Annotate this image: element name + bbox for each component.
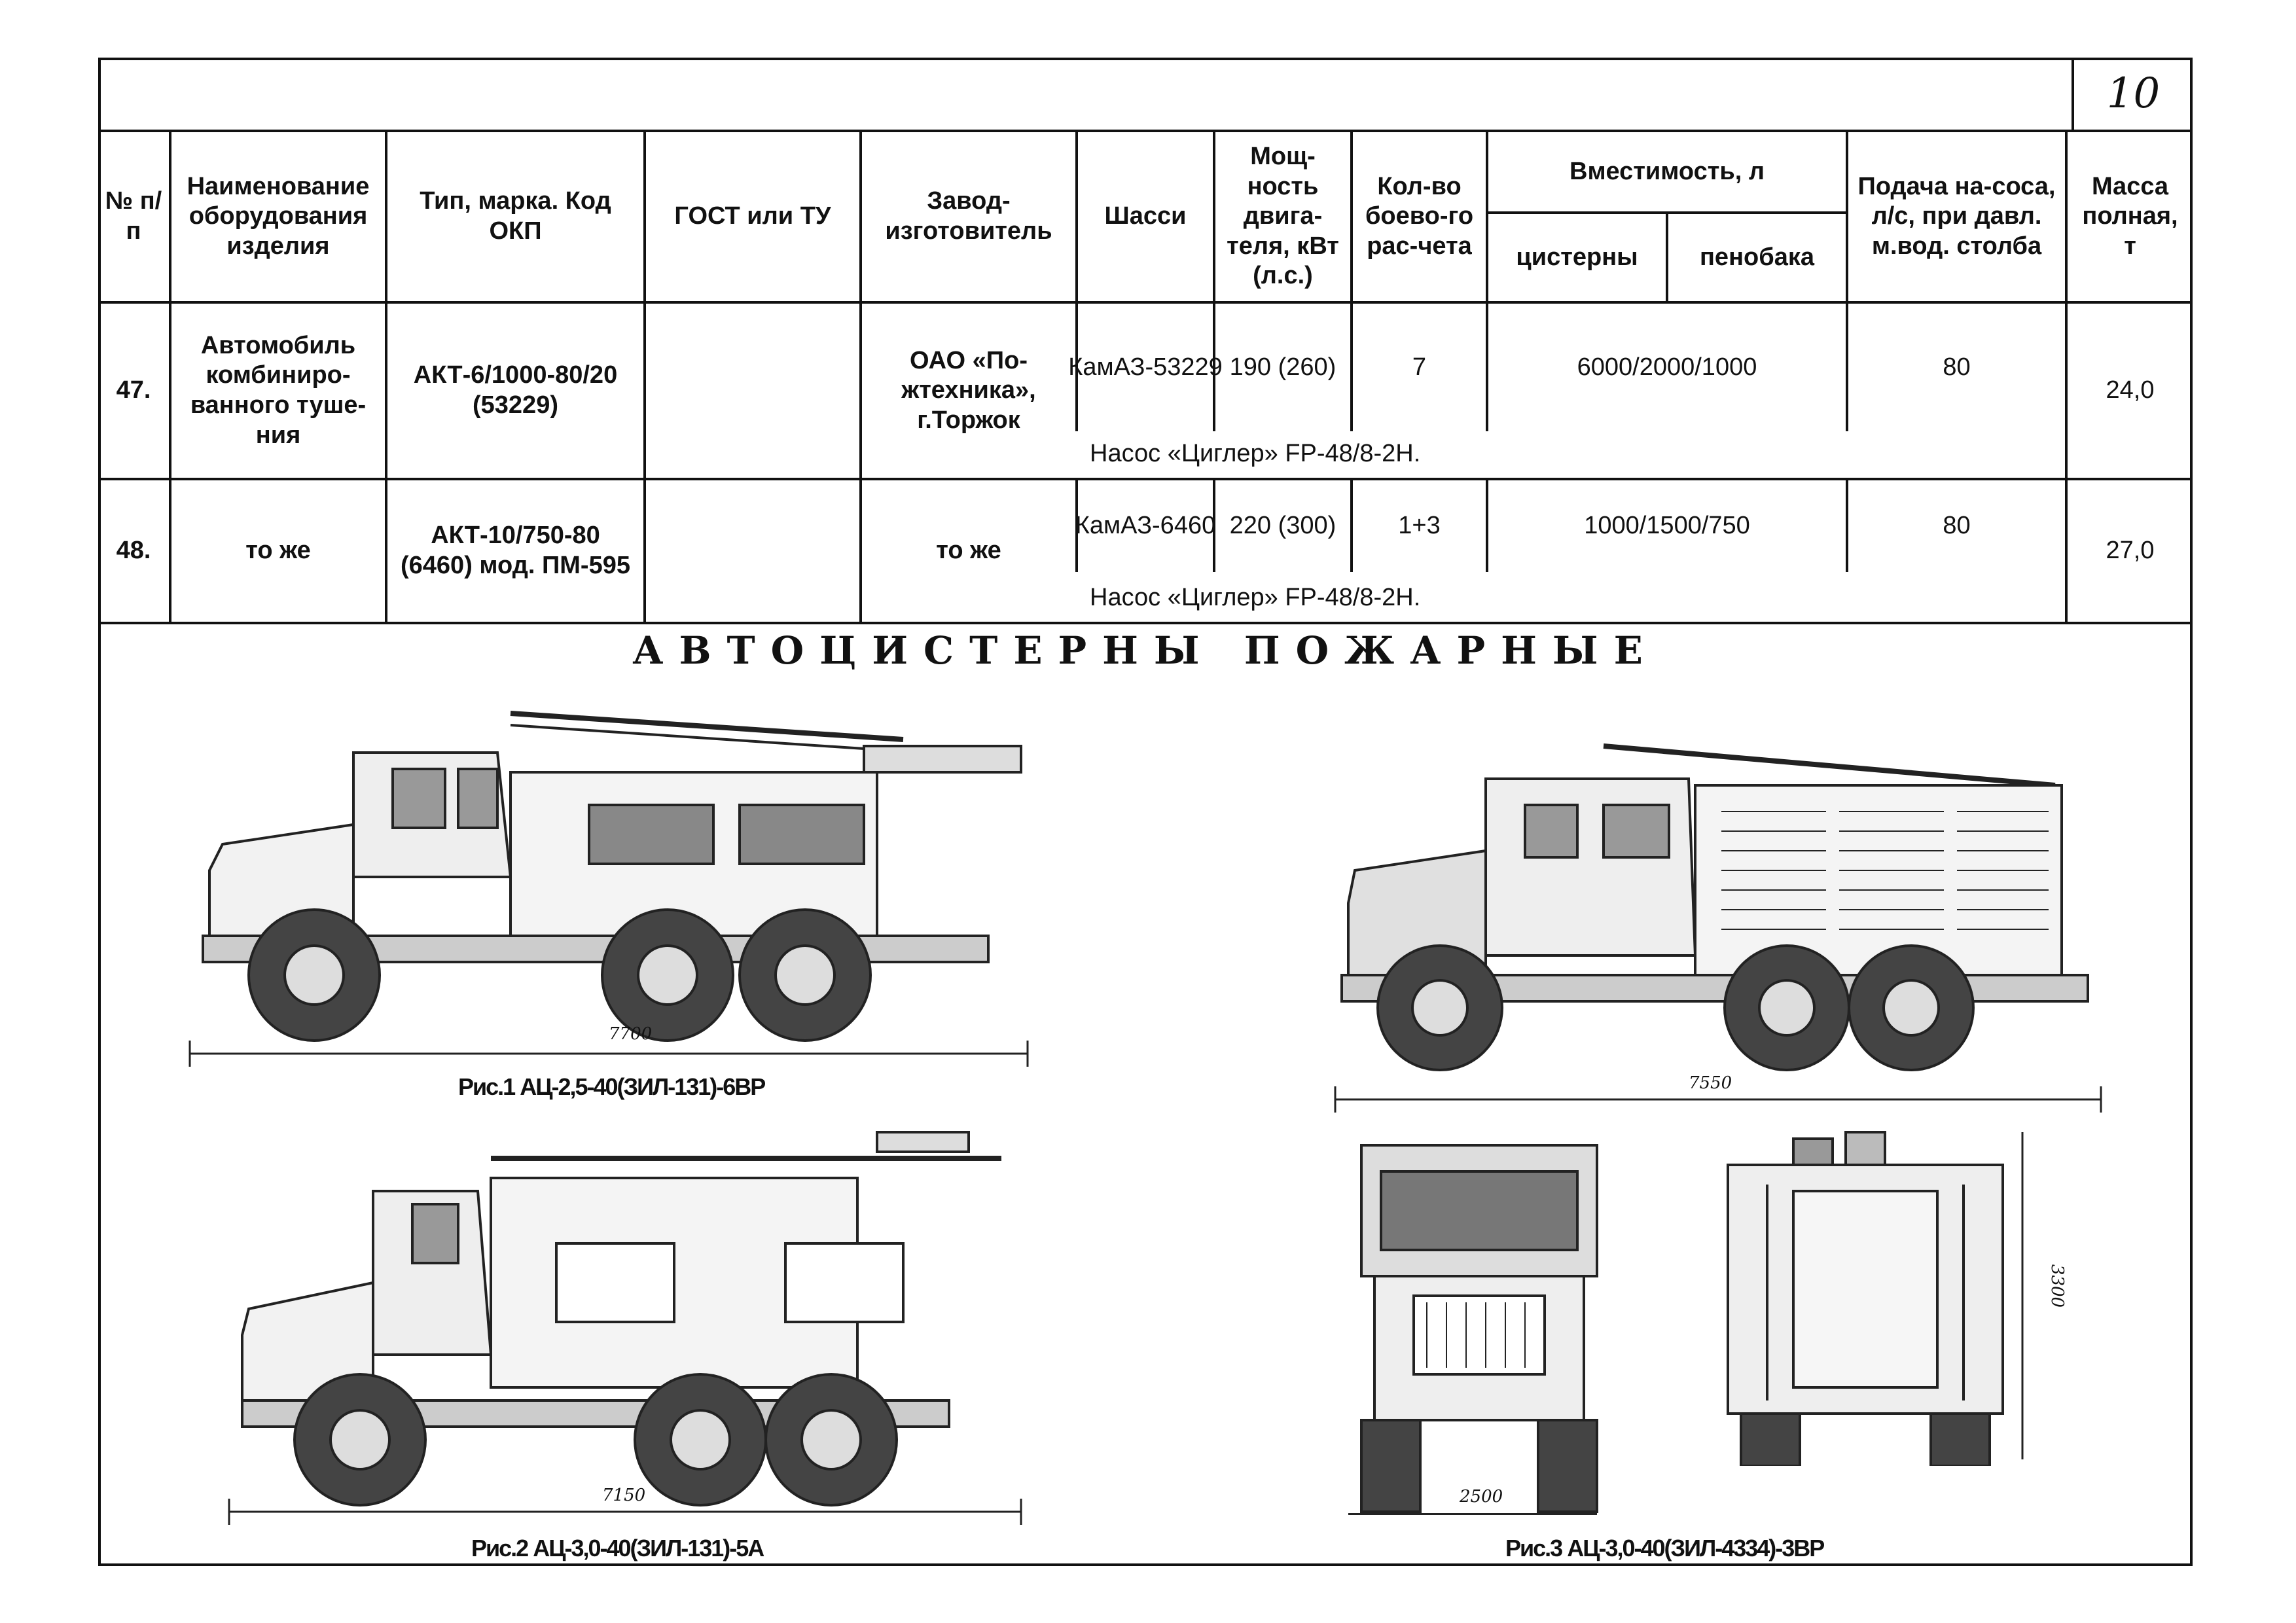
header-gost: ГОСТ или ТУ [643, 132, 859, 301]
page-frame [98, 58, 2193, 1566]
row-48-num: 48. [116, 537, 151, 565]
header-power: Мощ-ность двига-теля, кВт (л.с.) [1213, 132, 1350, 301]
fig2-truck-side-drawing [228, 1131, 1022, 1525]
row-48-maker: то же [859, 480, 1075, 622]
row-48-type: АКТ-10/750-80 (6460) мод. ПМ-595 [385, 480, 643, 622]
fig3-side-dimension: 7550 [1689, 1073, 1732, 1093]
fig1-dimension: 7700 [609, 1024, 653, 1044]
header-tank: цистерны [1486, 214, 1666, 301]
table-top-rule [98, 130, 2193, 132]
header-type: Тип, марка. Код ОКП [385, 132, 643, 301]
row-48-capacity: 1000/1500/750 [1486, 480, 1846, 572]
header-chassis: Шасси [1075, 132, 1213, 301]
capacity-subheader-rule [1486, 211, 1846, 214]
header-foam: пенобака [1666, 214, 1846, 301]
row-47-crew: 7 [1350, 304, 1486, 431]
section-title: АВТОЦИСТЕРНЫ ПОЖАРНЫЕ [632, 628, 1659, 673]
fig3-height-dimension: 3300 [2047, 1264, 2068, 1308]
fig2-caption: Рис.2 АЦ-3,0-40(ЗИЛ-131)-5А [471, 1535, 764, 1561]
row-47-note: Насос «Циглер» FP-48/8-2Н. [1090, 440, 1421, 467]
row-47-mass: 24,0 [2065, 304, 2193, 478]
header-pump: Подача на-соса, л/с, при давл. м.вод. ст… [1846, 132, 2065, 301]
row-48-power: 220 (300) [1213, 480, 1350, 572]
row-48-name: то же [169, 480, 385, 622]
row-47-name: Автомобиль комбиниро-ванного туше-ния [169, 304, 385, 478]
header-num: № п/п [105, 187, 162, 245]
row-47-gost [643, 304, 859, 478]
fig2-dimension: 7150 [602, 1486, 646, 1505]
table-bottom-rule [98, 622, 2193, 624]
page-number: 10 [2072, 58, 2193, 130]
row-47-num: 47. [116, 376, 151, 404]
fig3-truck-rear-drawing [1727, 1131, 2024, 1466]
fig3-caption: Рис.3 АЦ-3,0-40(ЗИЛ-4334)-3ВР [1505, 1535, 1825, 1561]
row-48-gost [643, 480, 859, 622]
fig3-truck-front-drawing [1360, 1144, 1598, 1513]
row-47-maker: ОАО «По-жтехника», г.Торжок [859, 304, 1075, 478]
fig3-truck-side-drawing [1334, 743, 2102, 1113]
row-48-mass: 27,0 [2065, 480, 2193, 622]
row-47-pump: 80 [1846, 304, 2065, 431]
row-47-power: 190 (260) [1213, 304, 1350, 431]
row-47-chassis: КамАЗ-53229 [1068, 304, 1223, 431]
fig1-caption: Рис.1 АЦ-2,5-40(ЗИЛ-131)-6ВР [458, 1073, 766, 1100]
row-47-capacity: 6000/2000/1000 [1486, 304, 1846, 431]
header-mass: Масса полная, т [2065, 132, 2193, 301]
row-47-bottom-rule [98, 478, 2193, 480]
header-crew: Кол-во боево-го рас-чета [1350, 132, 1486, 301]
header-bottom-rule [98, 301, 2193, 304]
row-48-note: Насос «Циглер» FP-48/8-2Н. [1090, 584, 1421, 611]
fig3-width-dimension-line [1348, 1513, 1597, 1515]
row-48-pump: 80 [1846, 480, 2065, 572]
row-48-crew: 1+3 [1350, 480, 1486, 572]
header-capacity: Вместимость, л [1486, 132, 1846, 211]
fig1-truck-side-drawing [188, 711, 1029, 1067]
row-47-type: АКТ-6/1000-80/20 (53229) [385, 304, 643, 478]
row-48-chassis: КамАЗ-6460 [1075, 480, 1215, 572]
fig3-width-dimension: 2500 [1460, 1487, 1503, 1507]
header-maker: Завод-изготовитель [859, 132, 1075, 301]
header-name: Наименование оборудования изделия [169, 132, 385, 301]
